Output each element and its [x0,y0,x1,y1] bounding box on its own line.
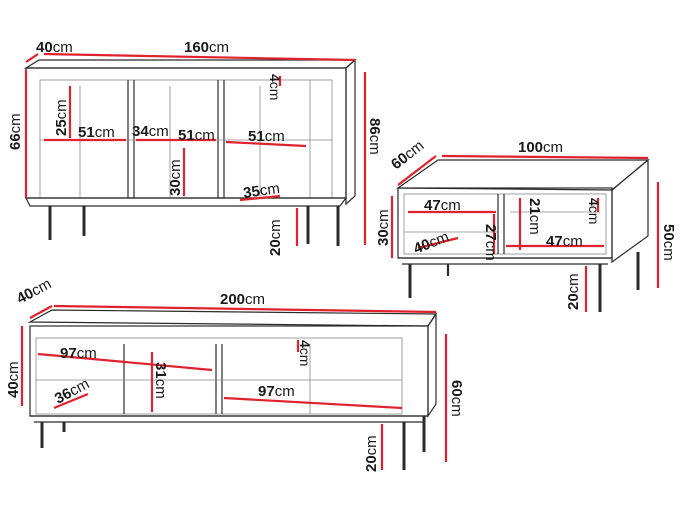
coffee-table-width-label: 100cm [518,139,563,156]
sideboard-shelf-gap-label: 25cm [53,99,70,136]
sideboard-height-body-label: 66cm [7,113,24,150]
sideboard-height-total-label: 86cm [366,118,383,155]
coffee-table-inner-depth-label: 40cm [411,228,451,258]
tv-stand-leg-height-label: 20cm [363,435,380,472]
sideboard-dimension-lines [24,52,367,246]
tv-stand-height-body-label: 40cm [5,361,22,398]
sideboard-top-thickness-label: 4cm [267,74,283,100]
sideboard-compartment-1-label: 51cm [78,124,115,141]
coffee-table-right-width-label: 47cm [546,233,583,250]
tv-stand-drawing [27,309,438,470]
coffee-table-body-height-label: 30cm [375,209,392,246]
tv-stand-compartment-1-label: 97cm [60,345,97,362]
sideboard-lower-height-label: 30cm [167,159,184,196]
tv-stand-depth-label: 40cm [14,275,54,307]
coffee-table-dimension-lines [390,154,660,312]
sideboard-leg-height-label: 20cm [267,219,284,256]
tv-stand-inner-height-label: 31cm [152,362,169,399]
sideboard-width-label: 160cm [184,39,229,56]
coffee-table-drawing [396,158,650,312]
sideboard-base-depth-label: 35cm [242,180,281,202]
sideboard-compartment-3-label: 51cm [248,128,285,145]
coffee-table-shelf-height-label: 27cm [482,224,499,261]
sideboard-drawing [23,58,357,246]
sideboard-compartment-2-label: 51cm [178,127,215,144]
coffee-table-drawer-height-label: 21cm [526,198,543,235]
coffee-table-labels: 60cm 100cm 30cm 50cm 47cm 47cm 40cm 27cm… [375,137,677,310]
tv-stand-dimension-lines [20,304,448,470]
sideboard-inner-depth-label: 34cm [132,123,169,140]
tv-stand-compartment-2-label: 97cm [258,383,295,400]
coffee-table-left-width-label: 47cm [424,197,461,214]
coffee-table-leg-height-label: 20cm [565,273,582,310]
coffee-table-height-total-label: 50cm [660,224,677,261]
tv-stand-width-label: 200cm [220,291,265,308]
tv-stand-top-thickness-label: 4cm [297,340,313,366]
sideboard-depth-label: 40cm [36,39,73,56]
coffee-table-depth-label: 60cm [388,137,427,173]
tv-stand-height-total-label: 60cm [448,380,465,417]
sideboard-labels: 40cm 160cm 66cm 86cm 25cm 51cm 34cm 51cm… [7,39,383,256]
coffee-table-top-thickness-label: 4cm [586,198,602,224]
tv-stand-labels: 40cm 200cm 40cm 60cm 97cm 97cm 36cm 31cm… [5,275,465,472]
